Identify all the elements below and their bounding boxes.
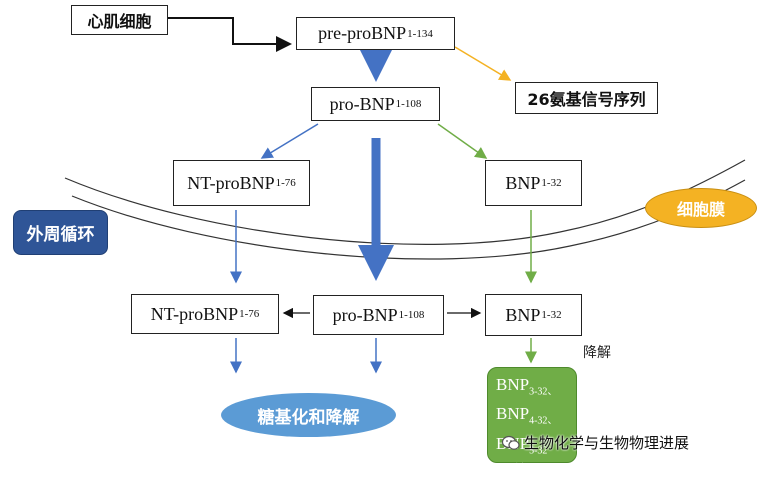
diagram-lines [64, 17, 746, 374]
membrane-line-outer [64, 159, 746, 245]
node-nt-probnp-top-subscript: 1-76 [275, 177, 296, 189]
node-nt-probnp-bottom-label: NT-proBNP [150, 303, 239, 324]
watermark-text: 生物化学与生物物理进展 [524, 434, 690, 452]
node-bnp-top-label: BNP [505, 172, 541, 193]
node-pre-probnp-subscript: 1-134 [407, 27, 433, 40]
label-cell-membrane: 细胞膜 [645, 188, 757, 228]
node-signal-peptide-label: 26氨基信号序列 [527, 90, 646, 109]
node-bnp-bottom-subscript: 1-32 [541, 309, 562, 321]
node-cardiomyocyte: 心肌细胞 [71, 5, 168, 35]
fragment-etc: 等 [514, 463, 528, 480]
node-probnp-top-label: pro-BNP [329, 93, 395, 114]
fragment-line-2: BNP4-32、 [496, 403, 576, 432]
label-peripheral-circulation-text: 外周循环 [26, 225, 95, 245]
node-nt-probnp-bottom-subscript: 1-76 [239, 308, 260, 320]
fragment-line-1: BNP3-32、 [496, 374, 576, 403]
label-cell-membrane-text: 细胞膜 [676, 200, 725, 219]
fragment-3-subscript: 5-32 [529, 445, 548, 457]
label-peripheral-circulation: 外周循环 [13, 210, 108, 255]
node-bnp-top-subscript: 1-32 [541, 177, 562, 189]
fragment-1-subscript: 3-32、 [529, 386, 558, 398]
node-signal-peptide: 26氨基信号序列 [515, 82, 658, 114]
node-nt-probnp-top-label: NT-proBNP [187, 172, 275, 193]
node-probnp-bottom-subscript: 1-108 [398, 309, 425, 321]
node-pre-probnp-label: pre-proBNP [318, 23, 407, 43]
label-glycosylation-degradation-text: 糖基化和降解 [257, 407, 360, 428]
node-probnp-bottom-label: pro-BNP [332, 304, 398, 325]
arrow-probnp-to-ntprobnp [260, 123, 319, 159]
label-degradation: 降解 [583, 345, 611, 361]
node-cardiomyocyte-label: 心肌细胞 [87, 12, 152, 31]
wechat-icon [502, 435, 520, 450]
arrow-cell-to-preprobnp [168, 17, 292, 52]
fragment-1-label: BNP [496, 375, 530, 394]
arrow-to-signal-peptide [454, 46, 512, 81]
node-bnp-fragments: BNP3-32、 BNP4-32、 BNP5-32 等 [487, 367, 577, 479]
watermark: 生物化学与生物物理进展 [502, 432, 689, 453]
arrow-probnp-to-bnp [437, 123, 488, 159]
node-probnp-top-subscript: 1-108 [395, 98, 422, 110]
fragment-2-label: BNP [496, 404, 530, 424]
label-glycosylation-degradation: 糖基化和降解 [221, 393, 396, 437]
fragment-2-subscript: 4-32、 [529, 415, 558, 427]
node-bnp-bottom-label: BNP [505, 304, 541, 325]
